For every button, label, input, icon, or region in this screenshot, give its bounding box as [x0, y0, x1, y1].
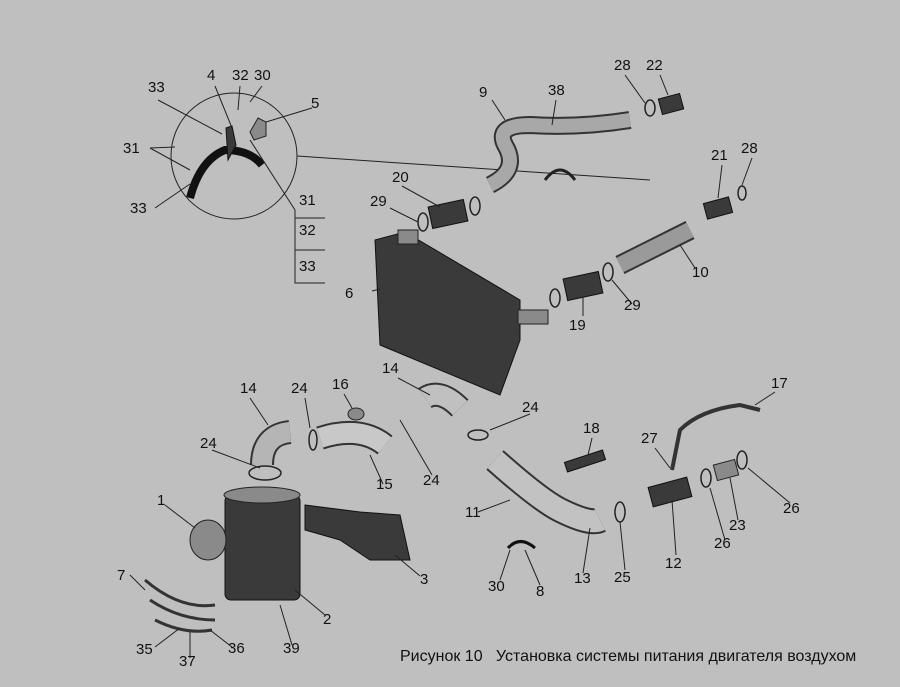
callout: 33 [299, 258, 316, 275]
callout: 18 [583, 420, 600, 437]
callout: 39 [283, 640, 300, 657]
callout-labels: 33 4 32 30 5 31 33 31 32 33 9 38 28 22 2… [117, 57, 800, 670]
detail-circle [170, 92, 298, 220]
callout: 25 [614, 569, 631, 586]
callout: 24 [522, 399, 539, 416]
detail-view [149, 85, 651, 284]
callout: 31 [299, 192, 316, 209]
callout: 22 [646, 57, 663, 74]
callout: 1 [157, 492, 165, 509]
callout: 13 [574, 570, 591, 587]
callout: 26 [714, 535, 731, 552]
callout: 26 [783, 500, 800, 517]
callout: 29 [624, 297, 641, 314]
pipe-9 [485, 74, 685, 194]
callout: 32 [299, 222, 316, 239]
callout: 33 [148, 79, 165, 96]
callout: 38 [548, 82, 565, 99]
callout: 24 [423, 472, 440, 489]
callout: 17 [771, 375, 788, 392]
callout: 5 [311, 95, 319, 112]
callout: 21 [711, 147, 728, 164]
callout: 24 [200, 435, 217, 452]
callout: 15 [376, 476, 393, 493]
bracket-4 [225, 125, 237, 162]
sleeves [389, 157, 753, 316]
callout: 20 [392, 169, 409, 186]
callout: 10 [692, 264, 709, 281]
callout: 31 [123, 140, 140, 157]
callout: 19 [569, 317, 586, 334]
elbows [211, 377, 531, 485]
callout: 16 [332, 376, 349, 393]
callout: 30 [254, 67, 271, 84]
callout: 6 [345, 285, 353, 302]
callout: 35 [136, 641, 153, 658]
callout: 2 [323, 611, 331, 628]
callout: 8 [536, 583, 544, 600]
callout: 33 [130, 200, 147, 217]
callout: 36 [228, 640, 245, 657]
callout: 32 [232, 67, 249, 84]
callout: 37 [179, 653, 196, 670]
bracket-5 [249, 117, 267, 141]
callout: 24 [291, 380, 308, 397]
callout: 30 [488, 578, 505, 595]
callout: 7 [117, 567, 125, 584]
callout: 28 [614, 57, 631, 74]
tube-12 [647, 391, 791, 556]
callout: 4 [207, 67, 215, 84]
callout: 9 [479, 84, 487, 101]
callout: 3 [420, 571, 428, 588]
callout: 29 [370, 193, 387, 210]
callout: 12 [665, 555, 682, 572]
hose-11 [477, 437, 626, 586]
intercooler-6 [371, 229, 549, 396]
callout: 14 [240, 380, 257, 397]
air-filter [129, 486, 421, 658]
callout: 28 [741, 140, 758, 157]
callout: 11 [465, 504, 481, 521]
figure-caption: Рисунок 10 Установка системы питания дви… [400, 648, 856, 665]
callout: 14 [382, 360, 399, 377]
callout: 23 [729, 517, 746, 534]
bracket-clamp [186, 145, 266, 200]
callout: 27 [641, 430, 658, 447]
